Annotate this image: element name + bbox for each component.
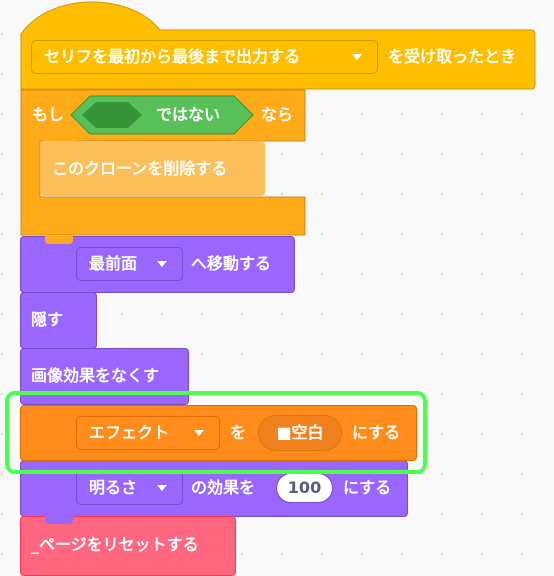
reset-page-label: _ページをリセットする [31, 535, 199, 554]
effect-dropdown-label: エフェクト [89, 423, 170, 442]
go-to-layer-block[interactable]: 最前面 へ移動する [20, 236, 295, 293]
message-dropdown-label: セリフを最初から最後まで出力する [44, 47, 301, 66]
reset-page-block[interactable]: _ページをリセットする [20, 516, 236, 576]
block-notch [45, 516, 73, 524]
delete-clone-block[interactable]: このクローンを削除する [40, 141, 265, 196]
not-operator-label: ではない [156, 105, 221, 124]
chevron-down-icon [352, 54, 362, 60]
set-brightness-block[interactable]: 明るさ の効果を 100 にする [20, 460, 408, 517]
set-effect-suffix: にする [352, 423, 401, 442]
effect-value: ■空白 [276, 423, 324, 442]
brightness-dropdown-label: 明るさ [89, 478, 138, 497]
set-effect-block[interactable]: エフェクト を ■空白 にする [20, 405, 417, 461]
brightness-value: 100 [287, 478, 322, 497]
hide-label: 隠す [31, 310, 64, 329]
delete-clone-label: このクローンを削除する [52, 159, 228, 178]
go-to-layer-suffix: へ移動する [191, 254, 272, 273]
not-operator-shape [70, 95, 254, 135]
empty-boolean-slot [82, 102, 142, 128]
brightness-dropdown[interactable]: 明るさ [76, 471, 183, 505]
effect-dropdown[interactable]: エフェクト [76, 416, 220, 450]
clear-effects-label: 画像効果をなくす [31, 366, 160, 385]
layer-dropdown-label: 最前面 [89, 254, 138, 273]
chevron-down-icon [157, 485, 167, 491]
hat-block-when-i-receive[interactable]: セリフを最初から最後まで出力する を受け取ったとき [20, 0, 536, 90]
brightness-value-input[interactable]: 100 [276, 473, 333, 503]
effect-value-input[interactable]: ■空白 [258, 415, 342, 451]
not-operator[interactable]: ではない [70, 95, 254, 135]
selection-highlight [5, 391, 427, 474]
hat-block-suffix: を受け取ったとき [388, 47, 517, 66]
layer-dropdown[interactable]: 最前面 [76, 247, 183, 281]
message-dropdown[interactable]: セリフを最初から最後まで出力する [31, 40, 378, 74]
then-label: なら [261, 105, 294, 124]
clear-effects-block[interactable]: 画像効果をなくす [20, 348, 189, 405]
if-block[interactable]: もし ではない なら [20, 89, 307, 237]
if-label: もし [32, 105, 65, 124]
set-brightness-suffix: にする [343, 478, 392, 497]
set-brightness-mid: の効果を [191, 478, 256, 497]
hide-block[interactable]: 隠す [20, 292, 97, 349]
set-effect-mid: を [230, 423, 247, 442]
chevron-down-icon [194, 430, 204, 436]
block-notch [45, 236, 73, 244]
chevron-down-icon [157, 261, 167, 267]
